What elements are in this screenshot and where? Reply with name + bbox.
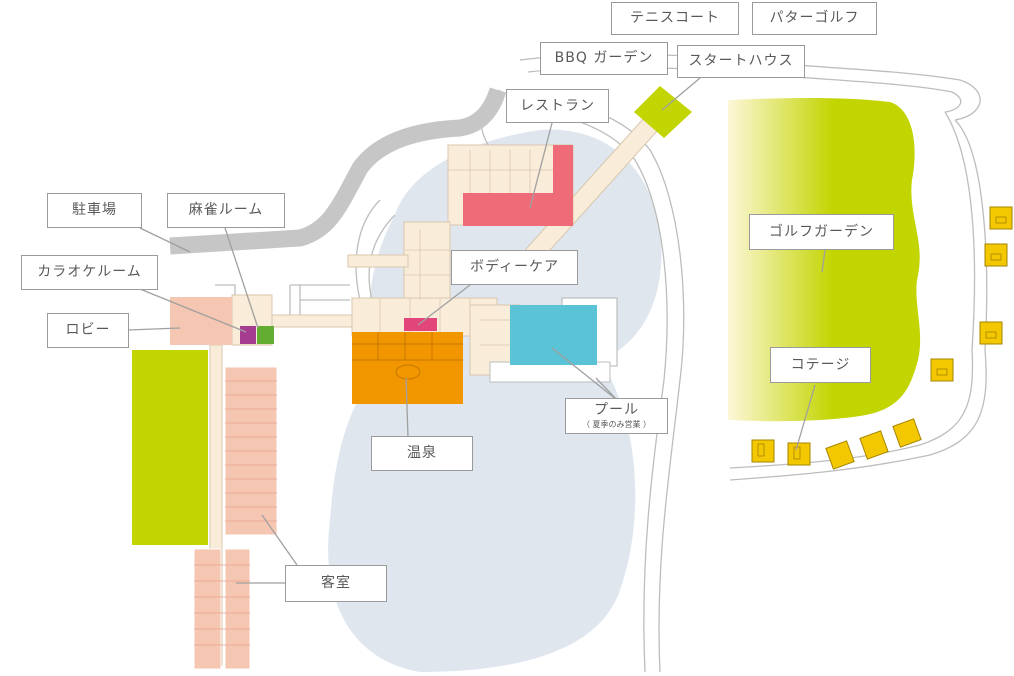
label-pool[interactable]: プール （ 夏季のみ営業 ）: [565, 398, 668, 434]
label-tennis-court[interactable]: テニスコート: [611, 2, 739, 35]
cottage-building: [892, 418, 922, 448]
cottages: [751, 206, 1013, 470]
label-parking[interactable]: 駐車場: [47, 193, 142, 228]
label-bbq-garden[interactable]: BBQ ガーデン: [540, 42, 668, 75]
start-house-building: [634, 86, 692, 138]
cottage-building: [979, 321, 1003, 345]
walking-paths: [215, 53, 988, 673]
pool-area: [510, 305, 597, 365]
cottage-building: [825, 440, 855, 470]
label-guest-rooms[interactable]: 客室: [285, 565, 387, 602]
mahjong-room-area: [257, 326, 274, 344]
cottage-building: [751, 439, 775, 463]
cottage-building: [787, 442, 811, 466]
lawn-area: [132, 350, 208, 545]
cottage-building: [930, 358, 954, 382]
restaurant-area-2: [553, 145, 573, 195]
label-hot-spring[interactable]: 温泉: [371, 436, 473, 471]
karaoke-room-area: [240, 326, 256, 344]
label-lobby[interactable]: ロビー: [47, 313, 129, 348]
label-body-care[interactable]: ボディーケア: [451, 250, 578, 285]
lobby-corridor: [269, 314, 361, 328]
cottage-building: [859, 430, 889, 460]
label-karaoke-room[interactable]: カラオケルーム: [21, 255, 158, 290]
label-pool-text: プール: [594, 402, 639, 419]
guest-room-dividers: [194, 380, 277, 646]
label-golf-garden[interactable]: ゴルフガーデン: [749, 214, 894, 250]
label-start-house[interactable]: スタートハウス: [677, 45, 805, 78]
label-restaurant[interactable]: レストラン: [506, 89, 609, 123]
lobby-area: [170, 297, 232, 345]
label-cottage[interactable]: コテージ: [770, 347, 871, 383]
hot-spring-area: [352, 332, 463, 404]
restaurant-area: [463, 193, 573, 226]
parking-road: [169, 87, 507, 255]
label-pool-note: （ 夏季のみ営業 ）: [581, 420, 652, 430]
cottage-building: [984, 243, 1008, 267]
label-mahjong-room[interactable]: 麻雀ルーム: [167, 193, 285, 228]
leader-lines: [127, 77, 826, 584]
label-putter-golf[interactable]: パターゴルフ: [752, 2, 877, 35]
body-care-area: [404, 318, 437, 331]
hot-spring-bath-outlines: [352, 332, 463, 380]
cottage-building: [989, 206, 1013, 230]
